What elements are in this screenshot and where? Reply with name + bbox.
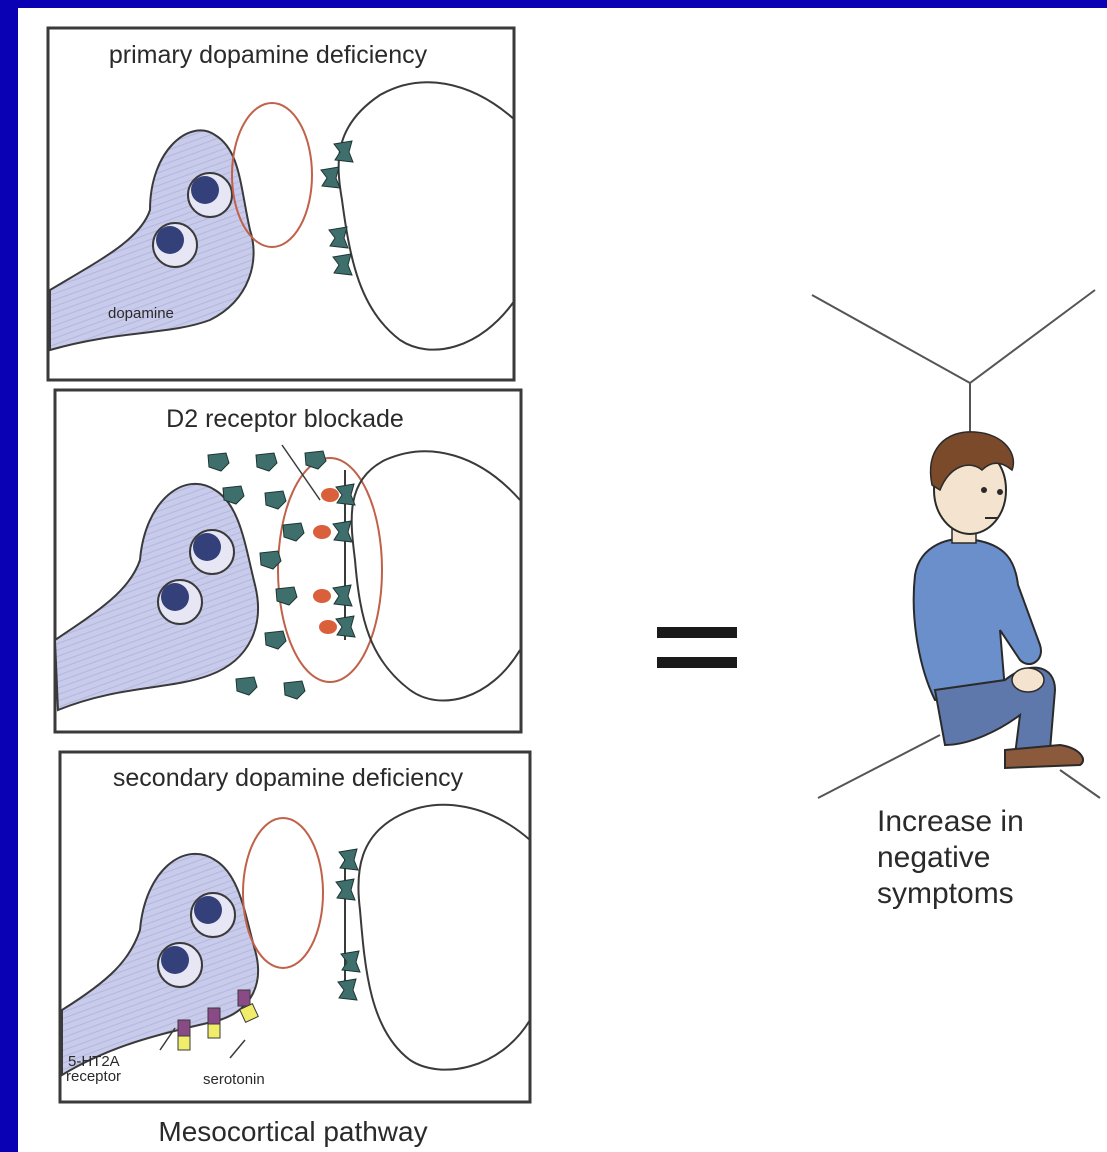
receptor-label-line2: receptor [66, 1068, 121, 1085]
outcome-text: Increase in negative symptoms [877, 805, 1024, 910]
equals-sign [657, 627, 737, 668]
dopamine-dot [161, 583, 189, 611]
5ht2a-receptor-label: 5-HT2A receptor [66, 1053, 123, 1085]
panel-title: D2 receptor blockade [166, 405, 404, 433]
outcome-line-1: Increase in [877, 805, 1024, 838]
dopamine-dot [191, 176, 219, 204]
dopamine-dot [156, 226, 184, 254]
dopamine-dot [193, 533, 221, 561]
sad-person-figure [914, 432, 1083, 768]
5ht2a-receptor [208, 1008, 220, 1038]
dopamine-dot [161, 946, 189, 974]
panel-primary-deficiency: primary dopamine deficiency dopamine [48, 28, 515, 380]
dopamine-label: dopamine [108, 305, 174, 322]
outcome-line-3: symptoms [877, 877, 1014, 910]
pathway-caption: Mesocortical pathway [158, 1116, 427, 1147]
serotonin-label: serotonin [203, 1071, 265, 1088]
panel-d2-blockade: D2 receptor blockade [55, 390, 521, 732]
panel-title: secondary dopamine deficiency [113, 764, 464, 792]
outcome-line-2: negative [877, 841, 990, 874]
5ht2a-receptor [178, 1020, 190, 1050]
dopamine-dot [194, 896, 222, 924]
panel-secondary-deficiency: secondary dopamine deficiency 5-HT2A [60, 752, 530, 1102]
panel-title: primary dopamine deficiency [109, 41, 428, 69]
